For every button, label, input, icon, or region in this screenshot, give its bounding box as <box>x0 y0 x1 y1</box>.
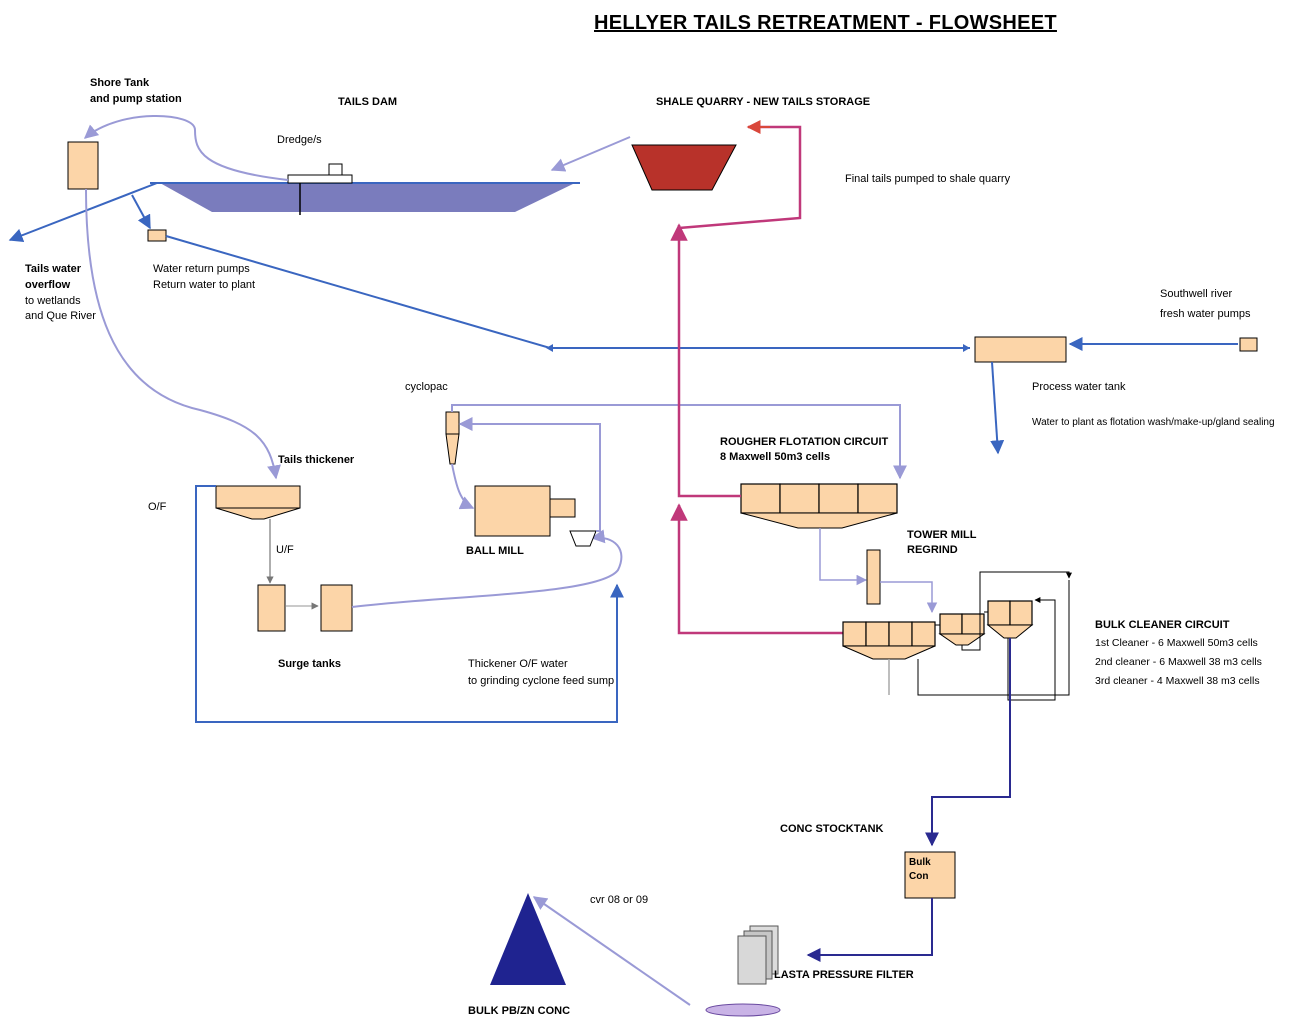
cyclone-uf-line <box>451 463 475 510</box>
shore-tank-label: Shore Tank <box>90 77 150 89</box>
tower-mill <box>866 549 881 605</box>
page-title: HELLYER TAILS RETREATMENT - FLOWSHEET <box>594 12 1057 34</box>
cleaner-recycle-3 <box>917 580 1070 696</box>
final-tails-label: Final tails pumped to shale quarry <box>845 173 1011 185</box>
tails-thickener-label: Tails thickener <box>278 454 355 466</box>
ball-mill-motor <box>549 498 576 518</box>
dam-to-return-line <box>131 194 151 230</box>
second-cleaner-cells <box>938 613 986 646</box>
shale-quarry <box>631 144 737 191</box>
pressure-filter <box>737 925 779 985</box>
tails-to-quarry-line <box>678 125 802 230</box>
cvr-label: cvr 08 or 09 <box>590 894 649 906</box>
cyclopac-label: cyclopac <box>405 381 448 393</box>
cyclopac <box>445 411 460 465</box>
uf-label: U/F <box>276 544 294 556</box>
final-tails-line <box>670 223 741 498</box>
bulk-con-label-2: Con <box>909 871 929 882</box>
surge-tanks-label: Surge tanks <box>278 658 341 670</box>
return-arrow-head <box>546 344 553 352</box>
ball-mill-label: BALL MILL <box>466 545 524 557</box>
of-label: O/F <box>148 501 167 513</box>
shore-tank-label-2: and pump station <box>90 93 182 105</box>
water-return-label-2: Return water to plant <box>153 279 256 291</box>
third-cleaner-cells <box>986 600 1034 639</box>
shore-tank <box>67 141 99 190</box>
process-water-tank <box>974 336 1067 363</box>
dredge-to-shore-line <box>83 115 289 181</box>
water-return-pump <box>147 229 167 242</box>
tails-dam-label: TAILS DAM <box>338 96 398 108</box>
surge-tank-2 <box>320 584 353 632</box>
conc-stocktank <box>904 851 956 899</box>
belt-to-pile-line <box>532 896 691 1006</box>
bulk-cleaner-title: BULK CLEANER CIRCUIT <box>1095 619 1230 631</box>
tails-water-label: Tails water <box>25 263 82 275</box>
water-to-plant-label: Water to plant as flotation wash/make-up… <box>1032 417 1275 428</box>
tower-mill-label: TOWER MILL <box>907 529 977 541</box>
dredges-label: Dredge/s <box>277 134 322 146</box>
cleaner-recycle-1 <box>961 571 1072 651</box>
first-cleaner-cells <box>842 621 936 660</box>
tails-water-label-2: overflow <box>25 279 71 291</box>
bulk-conc-pile <box>490 893 566 985</box>
stocktank-to-filter-line <box>806 898 933 962</box>
shale-quarry-label: SHALE QUARRY - NEW TAILS STORAGE <box>656 96 871 108</box>
bulk-cleaner-line-2: 2nd cleaner - 6 Maxwell 38 m3 cells <box>1095 656 1262 668</box>
pressure-filter-label: LASTA PRESSURE FILTER <box>774 969 914 981</box>
tails-dam <box>160 183 575 212</box>
surge-to-sump-line <box>351 529 623 608</box>
cyclone-of-line <box>451 404 907 480</box>
bulk-conc-label: BULK PB/ZN CONC <box>468 1005 571 1017</box>
bulk-conc-line <box>925 638 1011 847</box>
sump-to-cyclone-line <box>458 417 601 532</box>
tower-mill-label-2: REGRIND <box>907 544 958 556</box>
southwell-pump <box>1239 337 1258 352</box>
ball-mill <box>474 485 551 537</box>
thickener-of-label: Thickener O/F water <box>468 658 568 670</box>
overflow-line <box>8 182 158 242</box>
bulk-cleaner-line-3: 3rd cleaner - 4 Maxwell 38 m3 cells <box>1095 675 1260 687</box>
cyclone-feed-sump <box>569 530 597 547</box>
bulk-con-label: Bulk <box>909 857 931 868</box>
cleaner-recycle-2 <box>1007 597 1056 701</box>
conveyor-belt <box>705 1003 781 1017</box>
rougher-label-2: 8 Maxwell 50m3 cells <box>720 451 831 463</box>
tails-thickener <box>215 485 301 520</box>
process-tank-label: Process water tank <box>1032 381 1126 393</box>
southwell-label-2: fresh water pumps <box>1160 308 1251 320</box>
return-water-line <box>165 235 970 349</box>
quarry-to-dam-line <box>550 136 631 172</box>
shore-to-thickener-line <box>85 188 281 480</box>
bulk-cleaner-line-1: 1st Cleaner - 6 Maxwell 50m3 cells <box>1095 637 1258 649</box>
towermill-to-cleaner-line <box>880 581 938 614</box>
tails-water-label-3: to wetlands <box>25 295 81 307</box>
thickener-of-label-2: to grinding cyclone feed sump <box>468 675 615 687</box>
cleaner-tails-line <box>670 503 843 635</box>
rougher-to-towermill-line <box>819 528 868 586</box>
southwell-label: Southwell river <box>1160 288 1233 300</box>
tank-arrow-head <box>963 344 970 352</box>
dredge-icon <box>287 163 353 215</box>
thickener-of-line <box>195 485 624 723</box>
process-tank-out-line <box>990 361 1005 455</box>
water-return-label: Water return pumps <box>153 263 250 275</box>
rougher-label: ROUGHER FLOTATION CIRCUIT <box>720 436 889 448</box>
rougher-cells <box>740 483 898 529</box>
tails-water-label-4: and Que River <box>25 310 96 322</box>
conc-stocktank-label: CONC STOCKTANK <box>780 823 884 835</box>
surge-tank-1 <box>257 584 286 632</box>
